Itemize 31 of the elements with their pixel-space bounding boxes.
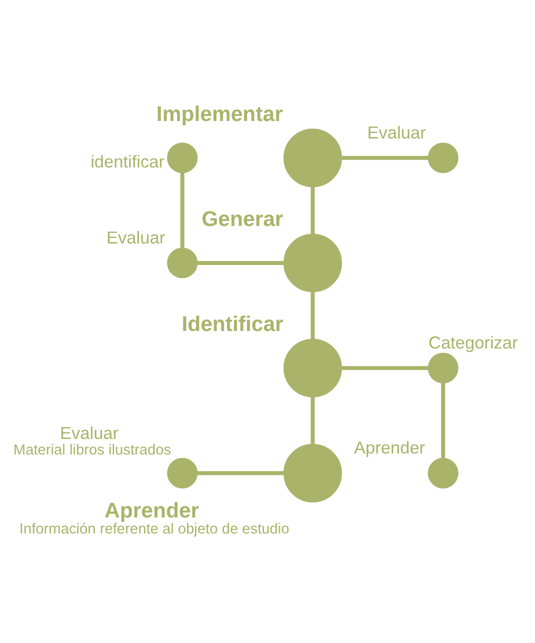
connector — [310, 186, 315, 234]
node-circle — [283, 234, 342, 292]
node-label: Generar — [202, 207, 284, 232]
node-label: identificar — [90, 152, 165, 172]
node-label: Evaluar — [367, 122, 426, 142]
connector — [310, 292, 315, 340]
node-label: Material libros ilustrados — [13, 442, 172, 458]
connector — [180, 172, 184, 248]
node-circle — [428, 142, 458, 174]
node-label: Implementar — [156, 102, 283, 126]
node-label: Identificar — [182, 312, 284, 336]
connector — [310, 396, 315, 444]
node-label: Evaluar — [60, 423, 119, 444]
node-circle — [167, 142, 198, 174]
node-label: Categorizar — [428, 332, 518, 353]
node-circle — [283, 128, 342, 188]
node-circle — [428, 458, 458, 488]
connector — [342, 366, 428, 370]
node-label: Información referente al objeto de estudio — [19, 521, 290, 538]
connector — [197, 471, 284, 476]
node-circle — [167, 458, 198, 488]
connector — [342, 156, 428, 160]
node-label: Evaluar — [106, 228, 166, 248]
connector — [441, 382, 446, 458]
node-circle — [283, 338, 342, 398]
node-label: Aprender — [104, 498, 200, 522]
node-circle — [428, 352, 458, 384]
connector — [197, 260, 284, 265]
node-label: Aprender — [354, 438, 426, 458]
node-circle — [167, 248, 198, 278]
node-circle — [283, 444, 342, 502]
